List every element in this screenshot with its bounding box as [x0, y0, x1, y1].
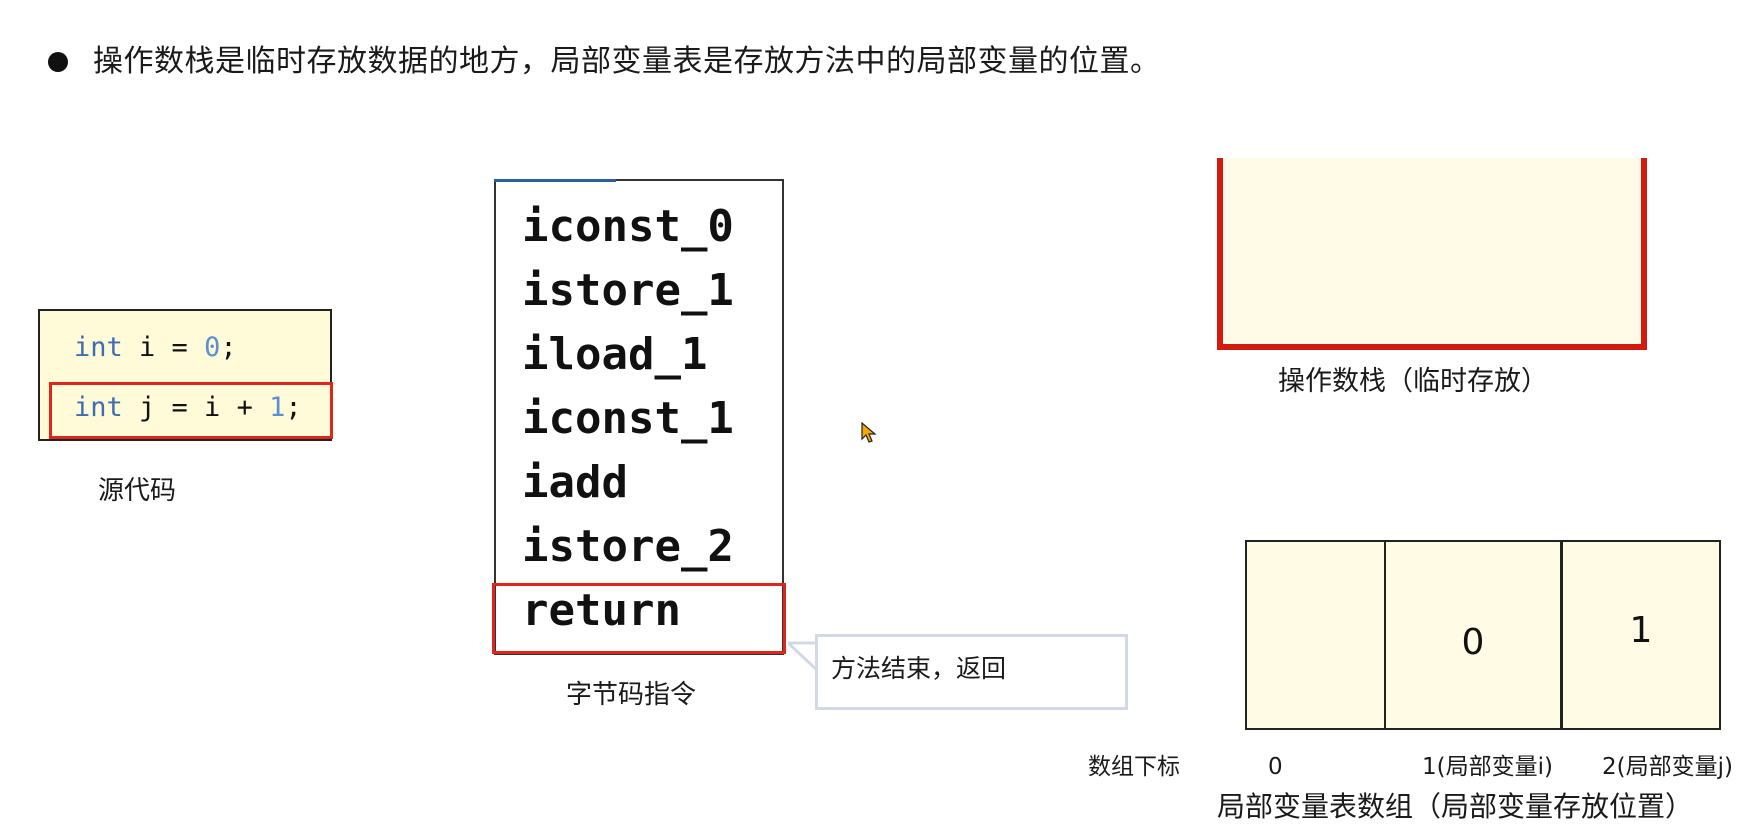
array-index-label: 数组下标 [1088, 754, 1180, 780]
bytecode-box-accent [494, 179, 616, 182]
code-text: ; [220, 332, 237, 363]
source-code-label: 源代码 [98, 476, 177, 506]
bytecode-highlight [492, 583, 786, 654]
code-line-1: int i = 0; [74, 331, 237, 365]
bytecode-box: iconst_0 istore_1 iload_1 iconst_1 iadd … [494, 179, 784, 655]
code-keyword: int [74, 392, 123, 423]
bytecode-label: 字节码指令 [566, 680, 697, 710]
bullet-icon [48, 52, 68, 72]
bytecode-instruction: iload_1 [522, 329, 708, 380]
callout-pointer-icon [788, 641, 818, 673]
bytecode-instruction: istore_1 [522, 265, 734, 316]
array-index-0: 0 [1268, 754, 1283, 780]
bytecode-list: iconst_0 istore_1 iload_1 iconst_1 iadd … [522, 195, 734, 643]
bytecode-instruction: iadd [522, 457, 628, 508]
source-code-box: int i = 0; int j = i + 1; [38, 309, 332, 441]
bytecode-instruction: return [522, 585, 681, 636]
callout-box: 方法结束，返回 [815, 634, 1128, 710]
code-number: 1 [269, 392, 286, 423]
code-keyword: int [74, 332, 123, 363]
array-index-1: 1(局部变量i) [1422, 754, 1553, 780]
local-variable-table-label: 局部变量表数组（局部变量存放位置） [1217, 790, 1694, 823]
bytecode-instruction: istore_2 [522, 521, 734, 572]
code-line-highlight [49, 382, 333, 439]
code-text: j = i + [122, 392, 270, 423]
bytecode-instruction: iconst_0 [522, 201, 734, 252]
page-heading: 操作数栈是临时存放数据的地方，局部变量表是存放方法中的局部变量的位置。 [93, 44, 1161, 79]
code-text: i = [122, 332, 205, 363]
lvt-cell-0 [1247, 542, 1386, 728]
lvt-cell-1: 0 [1386, 542, 1563, 728]
code-text: ; [285, 392, 302, 423]
array-index-2: 2(局部变量j) [1602, 754, 1733, 780]
callout-text: 方法结束，返回 [831, 654, 1007, 683]
code-line-2: int j = i + 1; [74, 391, 302, 425]
operand-stack-label: 操作数栈（临时存放） [1278, 366, 1548, 397]
code-number: 0 [204, 332, 221, 363]
local-variable-table: 0 1 [1245, 540, 1721, 730]
operand-stack [1217, 158, 1647, 350]
bytecode-instruction: iconst_1 [522, 393, 734, 444]
mouse-cursor-icon [861, 422, 877, 443]
lvt-cell-2: 1 [1629, 609, 1653, 651]
